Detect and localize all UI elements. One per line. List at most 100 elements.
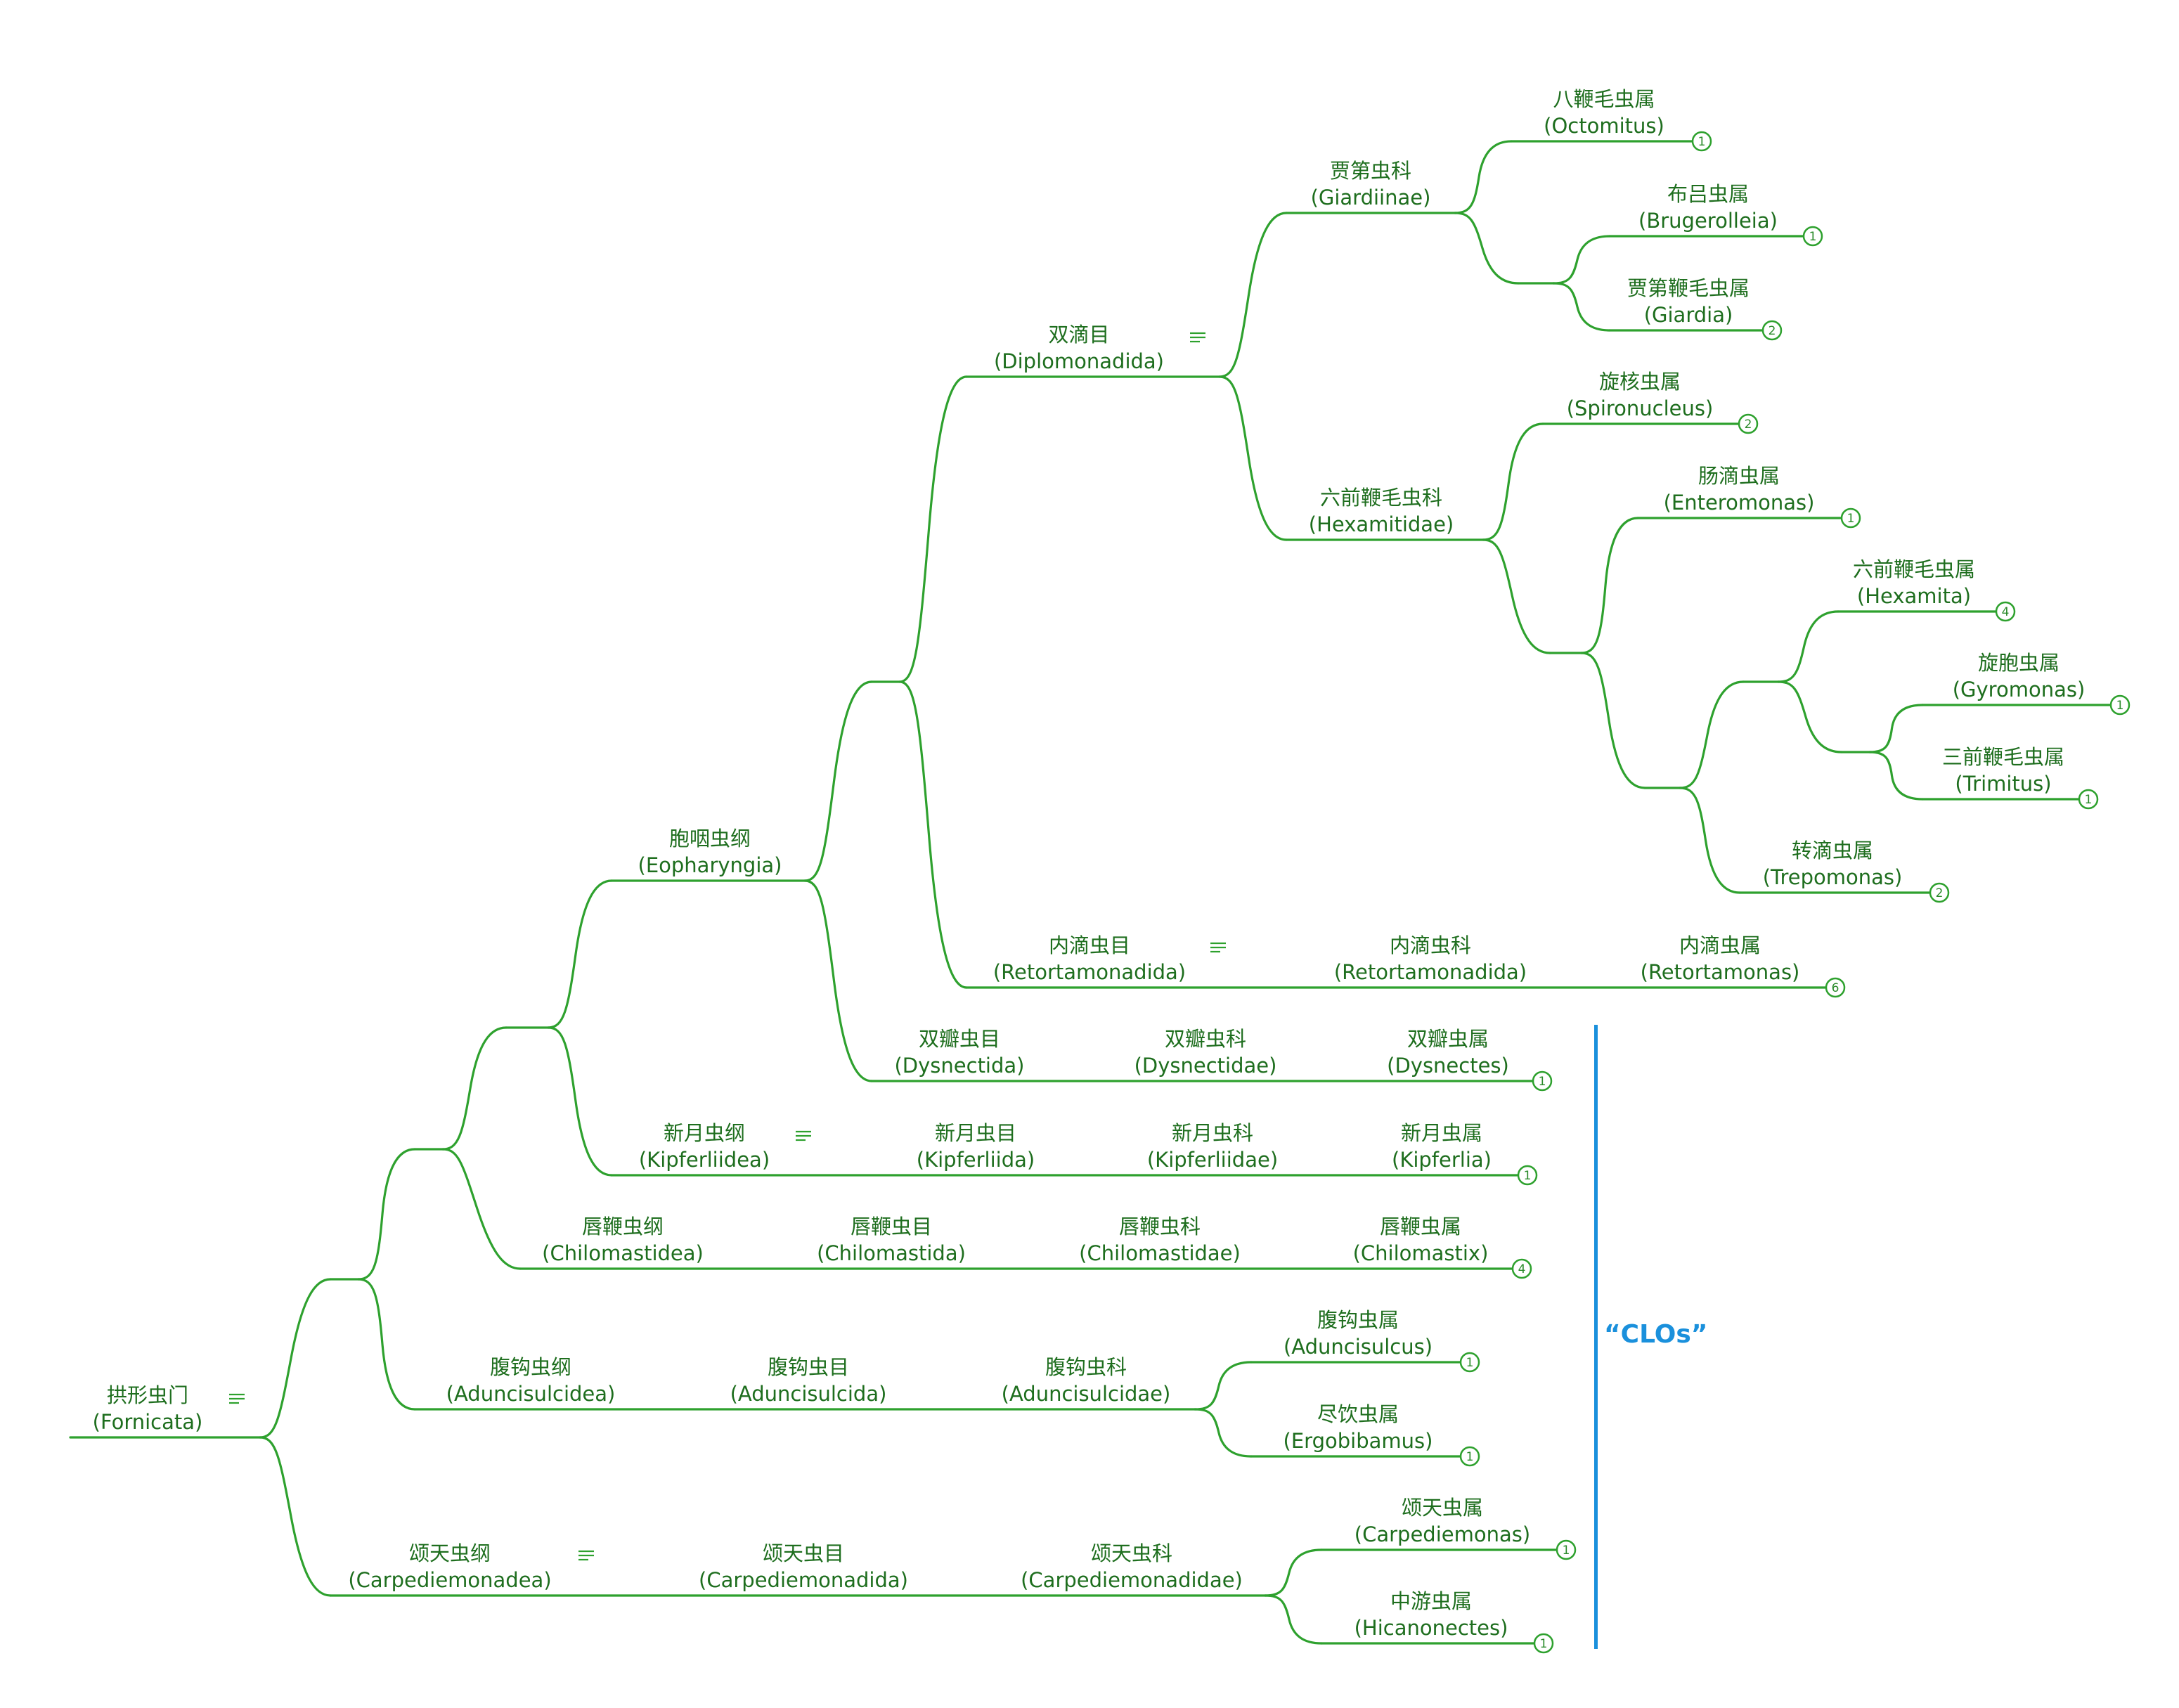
edge-j4-to-diplomonadida <box>898 375 968 683</box>
edge-root-to-carpediemonadea <box>259 1436 332 1597</box>
count-badge-chilomastix-text: 4 <box>1518 1262 1526 1276</box>
edge-j4-to-retortamonadida <box>898 680 968 989</box>
count-badge-spironucleus[interactable] <box>1738 413 1759 434</box>
node-label-dysnectidae-zh: 双瓣虫科 <box>1165 1027 1246 1051</box>
clos-bracket-line <box>1594 1025 1598 1649</box>
count-badge-octomitus[interactable] <box>1691 131 1712 152</box>
count-badge-giardia[interactable] <box>1761 320 1783 341</box>
count-badge-ergobibamus[interactable] <box>1459 1446 1480 1467</box>
node-label-aduncisulcidea-la: (Aduncisulcidea) <box>446 1382 616 1406</box>
node-label-retortamonadida_f-la: (Retortamonadida) <box>1334 960 1527 984</box>
node-labels: 拱形虫门(Fornicata)胞咽虫纲(Eopharyngia)双滴目(Dipl… <box>93 87 2086 1640</box>
node-label-trimitus-la: (Trimitus) <box>1955 772 2051 796</box>
node-label-hexamita-zh: 六前鞭毛虫属 <box>1853 557 1975 581</box>
edge-carpediemonadidae-to-hicanonectes <box>1264 1594 1323 1645</box>
node-label-eopharyngia-la: (Eopharyngia) <box>638 853 782 877</box>
count-badge-trimitus[interactable] <box>2078 789 2099 810</box>
count-badge-trepomonas[interactable] <box>1929 882 1950 903</box>
node-label-ergobibamus-la: (Ergobibamus) <box>1284 1429 1433 1453</box>
count-badge-aduncisulcus-text: 1 <box>1466 1356 1474 1370</box>
node-label-kipferlia-la: (Kipferlia) <box>1392 1148 1492 1172</box>
node-label-gyromonas-zh: 旋胞虫属 <box>1978 651 2060 675</box>
count-badge-carpediemonas[interactable] <box>1556 1539 1577 1560</box>
node-label-brugerolleia-zh: 布吕虫属 <box>1667 182 1749 206</box>
edge-j1-to-aduncisulcidea <box>357 1278 416 1411</box>
node-label-kipferliidae-la: (Kipferliidae) <box>1147 1148 1278 1172</box>
node-label-carpediemonadidae-la: (Carpediemonadidae) <box>1021 1568 1243 1592</box>
node-label-chilomastidae-la: (Chilomastidae) <box>1079 1241 1241 1265</box>
edge-j9-to-trimitus <box>1868 751 1924 801</box>
count-badge-retortamonas-text: 6 <box>1832 981 1839 995</box>
note-icon-retortamonadida[interactable] <box>1210 942 1226 953</box>
node-label-chilomastida-la: (Chilomastida) <box>817 1241 966 1265</box>
count-badge-brugerolleia[interactable] <box>1802 226 1823 247</box>
edge-carpediemonadidae-to-carpediemonas <box>1264 1548 1323 1597</box>
count-badge-chilomastix[interactable] <box>1511 1258 1532 1279</box>
node-label-carpediemonas-la: (Carpediemonas) <box>1354 1522 1530 1546</box>
node-label-brugerolleia-la: (Brugerolleia) <box>1638 209 1778 233</box>
edge-j2-to-chilomastidea <box>441 1148 522 1270</box>
node-label-diplomonadida-zh: 双滴目 <box>1048 323 1109 347</box>
edge-j5-to-brugerolleia <box>1552 235 1611 285</box>
count-badge-kipferlia[interactable] <box>1517 1165 1538 1186</box>
count-badge-gyromonas[interactable] <box>2109 694 2130 716</box>
note-icon-carpediemonadea[interactable] <box>578 1550 594 1561</box>
count-badge-hicanonectes[interactable] <box>1533 1633 1554 1654</box>
count-badge-enteromonas[interactable] <box>1840 507 1861 529</box>
node-label-chilomastidea-la: (Chilomastidea) <box>542 1241 704 1265</box>
clos-label: “CLOs” <box>1604 1320 1708 1349</box>
node-label-gyromonas-la: (Gyromonas) <box>1953 678 2086 701</box>
node-label-trepomonas-la: (Trepomonas) <box>1763 865 1903 889</box>
edge-j2-to-j3 <box>441 1026 507 1151</box>
note-icon-fornicata[interactable] <box>229 1393 245 1404</box>
node-label-fornicata-zh: 拱形虫门 <box>107 1383 188 1407</box>
count-badge-trimitus-text: 1 <box>2085 793 2093 807</box>
node-label-giardiinae-zh: 贾第虫科 <box>1330 159 1411 183</box>
count-badge-giardia-text: 2 <box>1769 324 1776 338</box>
node-label-hexamitidae-la: (Hexamitidae) <box>1309 512 1454 536</box>
node-label-chilomastidae-zh: 唇鞭虫科 <box>1119 1215 1201 1238</box>
node-label-kipferliidea-zh: 新月虫纲 <box>664 1121 745 1145</box>
count-badge-carpediemonas-text: 1 <box>1563 1544 1570 1558</box>
node-label-spironucleus-la: (Spironucleus) <box>1567 396 1714 420</box>
node-label-retortamonadida-zh: 内滴虫目 <box>1049 933 1130 957</box>
node-label-dysnectida-la: (Dysnectida) <box>894 1054 1024 1078</box>
edge-root-to-j1 <box>259 1278 332 1439</box>
count-badge-aduncisulcus[interactable] <box>1459 1352 1480 1373</box>
node-label-dysnectida-zh: 双瓣虫目 <box>919 1027 1000 1051</box>
node-label-ergobibamus-zh: 尽饮虫属 <box>1317 1402 1399 1426</box>
node-label-carpediemonadidae-zh: 颂天虫科 <box>1091 1541 1172 1565</box>
node-label-octomitus-zh: 八鞭毛虫属 <box>1553 87 1655 111</box>
node-label-giardiinae-la: (Giardiinae) <box>1311 186 1431 209</box>
count-badge-ergobibamus-text: 1 <box>1466 1450 1474 1464</box>
node-label-carpediemonadea-zh: 颂天虫纲 <box>409 1541 491 1565</box>
count-badge-spironucleus-text: 2 <box>1745 418 1752 432</box>
node-label-spironucleus-zh: 旋核虫属 <box>1599 370 1681 394</box>
tree-edges <box>69 140 2112 1645</box>
node-label-dysnectes-la: (Dysnectes) <box>1387 1054 1509 1078</box>
count-badge-kipferlia-text: 1 <box>1524 1169 1532 1183</box>
edge-hexamitidae-to-spironucleus <box>1482 422 1544 541</box>
node-label-chilomastix-zh: 唇鞭虫属 <box>1380 1215 1461 1238</box>
edge-j7-to-trepomonas <box>1679 787 1741 894</box>
node-label-chilomastix-la: (Chilomastix) <box>1353 1241 1489 1265</box>
node-label-dysnectidae-la: (Dysnectidae) <box>1134 1054 1277 1078</box>
node-label-aduncisulcidae-zh: 腹钩虫科 <box>1045 1355 1127 1379</box>
count-badge-octomitus-text: 1 <box>1698 135 1706 149</box>
note-icons <box>229 332 1226 1561</box>
count-badge-dysnectes[interactable] <box>1532 1070 1553 1092</box>
count-badge-retortamonas[interactable] <box>1825 977 1846 998</box>
node-label-chilomastidea-zh: 唇鞭虫纲 <box>582 1215 664 1238</box>
node-label-aduncisulcus-la: (Aduncisulcus) <box>1284 1335 1433 1359</box>
count-badge-dysnectes-text: 1 <box>1539 1075 1546 1089</box>
count-badge-hexamita[interactable] <box>1995 601 2016 622</box>
edge-aduncisulcidae-to-aduncisulcus <box>1194 1361 1253 1411</box>
edge-hexamitidae-to-j6 <box>1482 538 1551 654</box>
edge-giardiinae-to-octomitus <box>1454 140 1513 214</box>
count-badge-hicanonectes-text: 1 <box>1540 1637 1548 1651</box>
note-icon-kipferliidea[interactable] <box>796 1130 811 1141</box>
note-icon-diplomonadida[interactable] <box>1190 332 1205 343</box>
node-label-retortamonadida_f-zh: 内滴虫科 <box>1390 933 1471 957</box>
node-label-aduncisulcidae-la: (Aduncisulcidae) <box>1002 1382 1171 1406</box>
edge-j6-to-enteromonas <box>1580 517 1639 654</box>
